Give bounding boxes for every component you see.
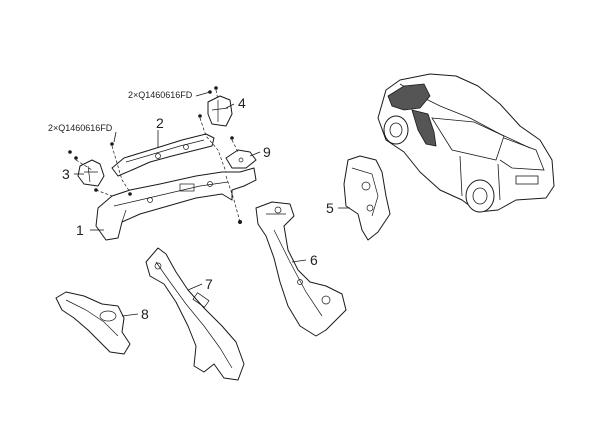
callout-9: 9 (263, 144, 271, 160)
bolt-spec-label-left: 2×Q1460616FD (48, 123, 113, 133)
bolt-icon (214, 86, 218, 90)
bolt-icon (230, 136, 234, 140)
callout-2: 2 (156, 115, 164, 131)
callout-labels: 1 2 3 4 5 6 7 8 9 (62, 95, 334, 322)
callout-leader-lines (74, 91, 350, 317)
part-6-right-rail (255, 201, 347, 337)
bolt-icon (238, 220, 242, 224)
part-7-center-rail (145, 247, 245, 381)
callout-8: 8 (141, 306, 149, 322)
callout-5: 5 (326, 200, 334, 216)
bolt-icon (74, 156, 78, 160)
part-3-left-bracket (77, 159, 105, 187)
part-5-side-panel (343, 155, 391, 241)
part-2-upper-crossmember (111, 133, 215, 177)
part-4-right-bracket (207, 95, 233, 127)
bolt-icon (68, 150, 72, 154)
bolt-icon (110, 142, 114, 146)
callout-7: 7 (205, 276, 213, 292)
callout-4: 4 (238, 95, 246, 111)
part-8-left-rail (55, 291, 131, 355)
callout-1: 1 (76, 222, 84, 238)
vehicle-location-illustration (377, 73, 555, 213)
assembly-guide-lines (75, 89, 241, 223)
bolt-icon (198, 114, 202, 118)
part-1-lower-crossmember (95, 167, 257, 241)
bolt-spec-label-right: 2×Q1460616FD (128, 90, 193, 100)
callout-3: 3 (62, 166, 70, 182)
callout-6: 6 (310, 252, 318, 268)
bolt-icon (128, 192, 132, 196)
part-9-plate (225, 149, 257, 169)
